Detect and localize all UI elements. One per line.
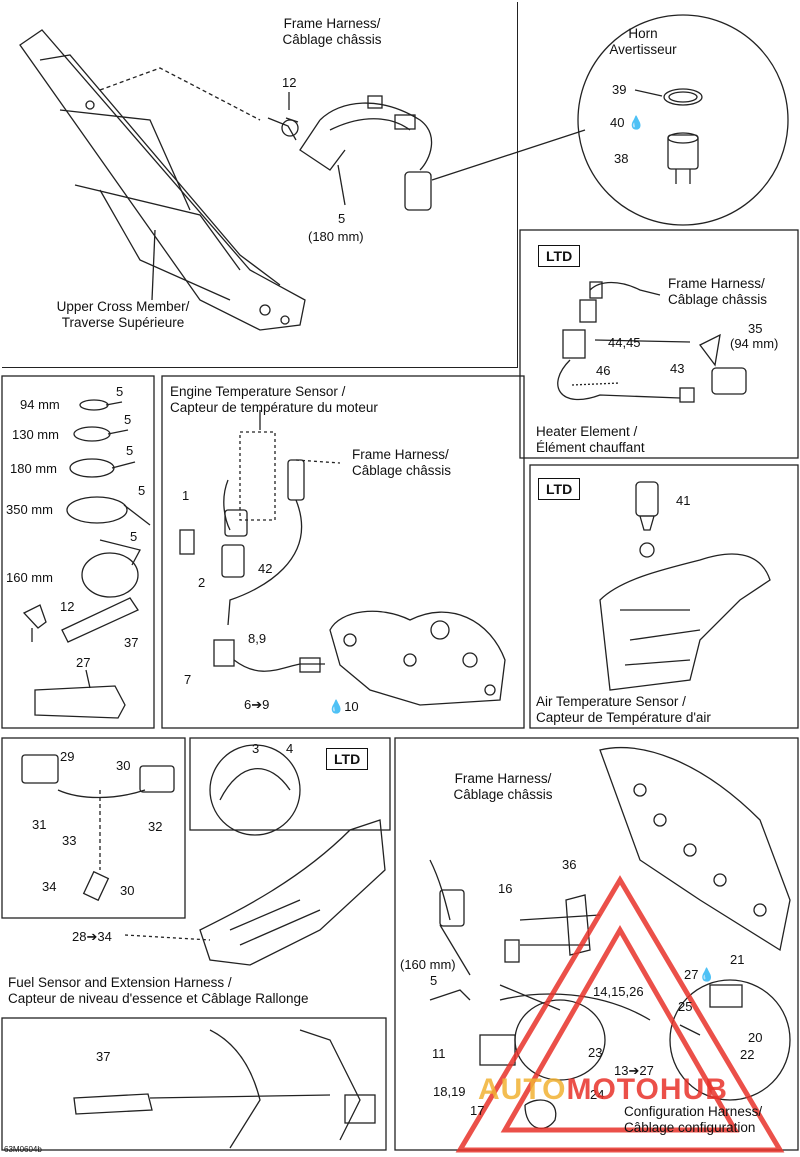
callout-34: 34 [42, 879, 57, 894]
watermark-triangle [455, 875, 785, 1153]
fuel-harness-panel [1, 737, 186, 919]
callout-31: 31 [32, 817, 47, 832]
tie-length-130: 130 mm [12, 427, 59, 442]
tie-length-160: 160 mm [6, 570, 53, 585]
tie-length-94: 94 mm [20, 397, 60, 412]
figure-code: 63M0604b [4, 1145, 42, 1154]
tie-num-160: 5 [130, 529, 138, 544]
air-temp-caption: Air Temperature Sensor /Capteur de Tempé… [536, 694, 711, 725]
tie-length-180: 180 mm [10, 461, 57, 476]
engine-temp-panel [161, 375, 525, 729]
callout-46: 46 [596, 363, 611, 378]
callout-33: 33 [62, 833, 77, 848]
callout-36: 36 [562, 857, 577, 872]
callout-17: 17 [470, 1103, 485, 1118]
callout-12-top: 12 [282, 75, 297, 90]
frame-harness-label-engine: Frame Harness/Câblage châssis [352, 447, 452, 478]
callout-39: 39 [612, 82, 627, 97]
frame-harness-label-heater: Frame Harness/Câblage châssis [668, 276, 768, 307]
callout-23: 23 [588, 1045, 603, 1060]
config-caption: Configuration Harness/Câblage configurat… [624, 1104, 763, 1135]
callout-27-ties: 27 [76, 655, 91, 670]
top-panel [2, 2, 518, 368]
drop-icon: 💧 [698, 967, 715, 982]
length-94mm-heater: (94 mm) [730, 336, 779, 351]
ltd-badge-air: LTD [538, 478, 581, 500]
horn-connector [404, 171, 432, 211]
length-160mm-config: (160 mm) [400, 957, 456, 972]
engine-temp-title: Engine Temperature Sensor /Capteur de te… [170, 384, 378, 415]
callout-12-ties: 12 [60, 599, 75, 614]
tie-num-130: 5 [124, 412, 132, 427]
callout-2: 2 [198, 575, 206, 590]
ltd-badge-heater: LTD [538, 245, 581, 267]
callout-6-9: 6➔9 [244, 697, 270, 712]
heater-caption: Heater Element /Élément chauffant [536, 424, 645, 455]
callout-11: 11 [432, 1046, 446, 1061]
fuel-caption: Fuel Sensor and Extension Harness /Capte… [8, 975, 309, 1006]
callout-21: 21 [730, 952, 745, 967]
ties-panel [1, 375, 155, 729]
callout-20: 20 [748, 1030, 763, 1045]
ltd-badge-fuel: LTD [326, 748, 369, 770]
upper-cross-member-label: Upper Cross Member/Traverse Supérieure [56, 299, 190, 330]
callout-18-19: 18,19 [433, 1084, 466, 1099]
callout-37-bottom: 37 [96, 1049, 111, 1064]
callout-1: 1 [182, 488, 190, 503]
callout-43: 43 [670, 361, 685, 376]
tie-num-180: 5 [126, 443, 134, 458]
tie-length-350: 350 mm [6, 502, 53, 517]
callout-4: 4 [286, 741, 294, 756]
drop-icon: 💧 [328, 699, 345, 714]
air-temp-panel [529, 464, 799, 729]
callout-28-34: 28➔34 [72, 929, 112, 944]
callout-27-config: 27💧 [684, 967, 715, 982]
horn-detail-circle [577, 14, 789, 226]
heater-panel [519, 229, 799, 459]
callout-30-bottom: 30 [120, 883, 135, 898]
callout-42: 42 [258, 561, 273, 576]
callout-44-45: 44,45 [608, 335, 641, 350]
callout-5-config: 5 [430, 973, 438, 988]
callout-38: 38 [614, 151, 629, 166]
config-detail-circle [669, 979, 791, 1101]
callout-32: 32 [148, 819, 163, 834]
callout-7: 7 [184, 672, 192, 687]
bottom-left-panel [1, 1017, 387, 1151]
callout-30-top: 30 [116, 758, 131, 773]
callout-16: 16 [498, 881, 513, 896]
callout-14-15-26: 14,15,26 [593, 984, 644, 999]
frame-harness-label-top: Frame Harness/Câblage châssis [282, 16, 382, 47]
upper-cross-member [19, 29, 306, 331]
callout-40: 40 💧 [610, 115, 645, 130]
callout-24: 24 [590, 1087, 605, 1102]
callout-35: 35 [748, 321, 763, 336]
callout-29: 29 [60, 749, 75, 764]
callout-10: 💧10 [328, 699, 359, 714]
watermark-text: AUTOMOTOHUB [478, 1073, 728, 1106]
callout-13-27: 13➔27 [614, 1063, 654, 1078]
drop-icon: 💧 [628, 115, 645, 130]
callout-3: 3 [252, 741, 260, 756]
callout-41: 41 [676, 493, 691, 508]
tie-num-350: 5 [138, 483, 146, 498]
callout-37-ties: 37 [124, 635, 139, 650]
callout-25: 25 [678, 999, 693, 1014]
callout-5-top: 5 [338, 211, 346, 226]
callout-8-9: 8,9 [248, 631, 267, 646]
length-180mm: (180 mm) [308, 229, 364, 244]
tie-num-94: 5 [116, 384, 124, 399]
frame-harness-label-config: Frame Harness/Câblage châssis [453, 771, 553, 802]
callout-22: 22 [740, 1047, 755, 1062]
fuel-pump-frame [189, 737, 391, 831]
